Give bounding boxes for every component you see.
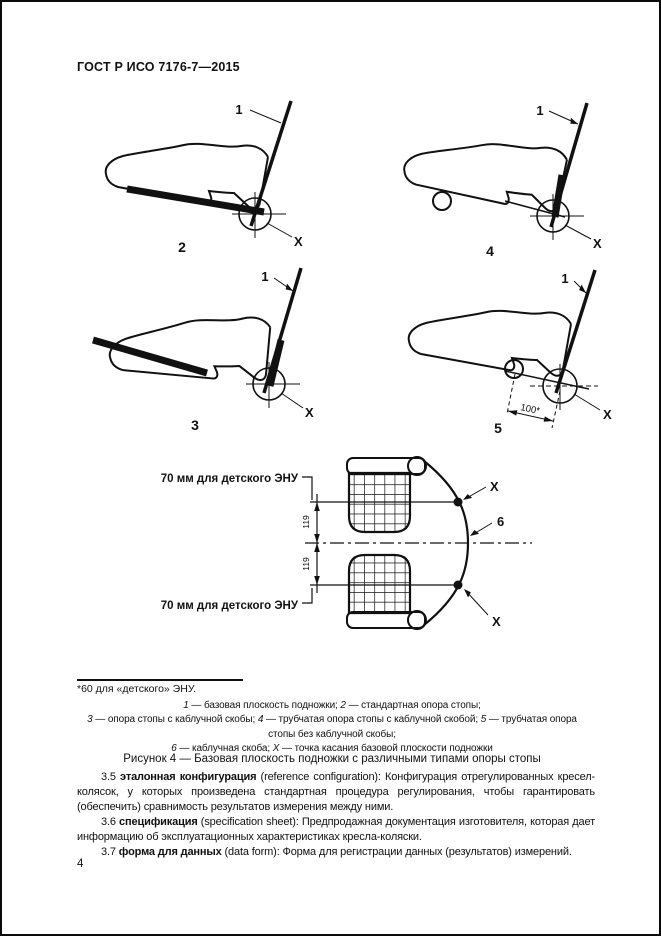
page-number: 4 xyxy=(77,858,84,870)
legend-line: стопы без каблучной скобы; xyxy=(268,728,396,740)
footnote-rule xyxy=(77,679,243,681)
leader-line xyxy=(302,588,313,604)
footnote: *60 для «детского» ЭНУ. xyxy=(77,683,197,695)
paragraph-3-7: 3.7 форма для данных (data form): Форма … xyxy=(101,846,572,858)
footplate-bar xyxy=(92,336,208,377)
label-contact-point: X xyxy=(294,234,303,249)
arrowhead xyxy=(314,534,320,543)
dimension-value: 119 xyxy=(301,557,311,571)
contact-dot xyxy=(453,580,463,590)
leader-line xyxy=(302,476,313,500)
label-base-plane: 1 xyxy=(536,103,543,118)
page-header: ГОСТ Р ИСО 7176-7—2015 xyxy=(77,60,240,74)
shoe-outline xyxy=(403,143,568,213)
label-base-plane: 1 xyxy=(561,271,568,286)
arrowhead xyxy=(579,284,586,293)
tube-circle xyxy=(432,191,452,211)
arrowhead xyxy=(543,416,553,422)
arrowhead xyxy=(314,543,320,552)
diagram-number: 3 xyxy=(191,417,199,433)
label-contact-point: X xyxy=(593,236,602,251)
legend-line: 1 — базовая плоскость подножки; 2 — стан… xyxy=(183,700,481,711)
legend-line: 3 — опора стопы с каблучной скобы; 4 — т… xyxy=(87,714,577,726)
diagram-3-foot-support-heel-loop: 1 X 3 xyxy=(92,267,314,433)
footrest-bar xyxy=(346,611,426,629)
base-plane-line xyxy=(549,102,589,228)
label-contact-point: X xyxy=(490,479,499,494)
dimension-value: 100* xyxy=(519,402,541,417)
legend-line: 6 — каблучная скоба; X — точка касания б… xyxy=(171,743,493,755)
footrest-bar xyxy=(346,457,426,475)
diagram-number: 4 xyxy=(486,243,494,259)
leader-line xyxy=(280,392,304,409)
label-contact-point: X xyxy=(603,407,612,422)
tube-end xyxy=(407,456,427,476)
footplate-bar xyxy=(126,185,265,216)
extension-line xyxy=(551,390,561,429)
leader-line xyxy=(564,224,592,240)
diagram-number: 5 xyxy=(494,420,502,436)
label-child-footrest-bottom: 70 мм для детского ЭНУ xyxy=(161,600,299,612)
arrowhead xyxy=(470,529,480,536)
arrowhead xyxy=(314,576,320,585)
arrowhead xyxy=(570,117,578,124)
paragraph-3-5: 3.5 эталонная конфигурация (reference co… xyxy=(77,771,595,813)
diagram-number: 2 xyxy=(178,239,186,255)
diagram-6-footplates-heel-loop: 119 119 70 мм для детского ЭНУ 70 мм для… xyxy=(161,456,532,630)
base-plane-line xyxy=(554,269,597,394)
label-child-footrest-top: 70 мм для детского ЭНУ xyxy=(161,473,299,485)
label-base-plane: 1 xyxy=(235,102,242,117)
tube-circle xyxy=(504,359,524,379)
label-heel-loop: 6 xyxy=(497,514,504,529)
base-plane-line xyxy=(262,267,303,394)
paragraph-3-6: 3.6 спецификация (specification sheet): … xyxy=(77,816,595,843)
figure-caption: Рисунок 4 — Базовая плоскость подножки с… xyxy=(123,753,541,765)
body-text: 3.5 эталонная конфигурация (reference co… xyxy=(77,770,595,860)
footplate-grid-bottom xyxy=(347,553,412,615)
leader-line xyxy=(249,109,282,124)
diagram-4-tubular-support-heel-loop: 1 X 4 xyxy=(403,102,602,259)
shoe-outline xyxy=(407,309,572,377)
arrowhead xyxy=(314,502,320,511)
tube-end xyxy=(407,610,427,630)
shoe-outline xyxy=(108,316,272,381)
dimension-value: 119 xyxy=(301,515,311,529)
arrowhead xyxy=(464,589,471,598)
diagram-5-tubular-support-no-heel-loop: 100* 1 X 5 xyxy=(407,269,612,436)
diagram-2-standard-foot-support: 1 X 2 xyxy=(104,100,303,255)
shoe-outline xyxy=(104,142,269,210)
base-plane-line xyxy=(249,100,293,227)
arrowhead xyxy=(285,283,293,291)
label-base-plane: 1 xyxy=(261,269,268,284)
label-contact-point: X xyxy=(492,614,501,629)
extension-line xyxy=(506,373,516,415)
contact-dot xyxy=(453,497,463,507)
label-contact-point: X xyxy=(305,405,314,420)
leader-line xyxy=(266,222,293,238)
leader-line xyxy=(465,590,489,616)
figure-legend: 1 — базовая плоскость подножки; 2 — стан… xyxy=(67,699,597,757)
arrowhead xyxy=(463,494,473,500)
leader-line xyxy=(573,393,601,411)
arrowhead xyxy=(508,410,518,416)
